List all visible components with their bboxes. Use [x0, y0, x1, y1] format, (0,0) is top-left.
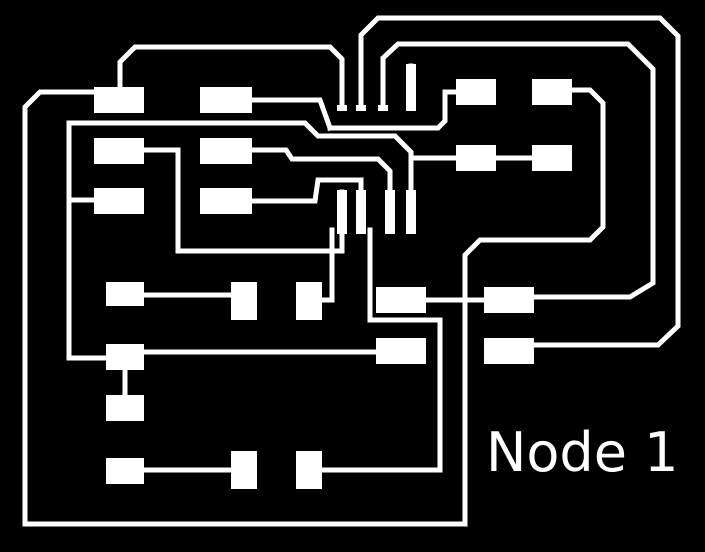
pin	[378, 105, 388, 111]
pad	[106, 282, 144, 306]
trace-row2-mid	[245, 147, 393, 195]
trace-h5	[315, 227, 443, 473]
trace-bus-to-upper-right-pad	[327, 89, 463, 131]
pin	[406, 190, 416, 234]
pad	[296, 451, 322, 489]
traces	[22, 15, 681, 527]
trace-row1-right	[245, 97, 334, 132]
trace-inner-right-loop	[380, 41, 656, 300]
pad	[456, 79, 496, 105]
node-label: Node 1	[486, 421, 679, 484]
trace-row3	[245, 177, 364, 204]
pad	[200, 138, 252, 164]
trace-outer-loop	[22, 87, 606, 527]
trace-h2	[315, 227, 335, 303]
pad	[94, 188, 144, 214]
pin	[356, 190, 366, 234]
pad	[94, 87, 144, 113]
pad	[484, 287, 534, 313]
pads	[94, 64, 572, 489]
pad	[376, 338, 426, 364]
pad	[94, 138, 144, 164]
pad	[200, 188, 252, 214]
pad	[231, 282, 257, 320]
pad	[376, 287, 426, 313]
pin	[385, 190, 395, 234]
pin	[337, 190, 347, 234]
trace-big-right-loop	[358, 15, 681, 348]
pad	[231, 451, 257, 489]
trace-top-arc-left	[117, 44, 345, 109]
pin	[356, 105, 366, 111]
pad	[106, 458, 144, 484]
pad	[532, 145, 572, 171]
pin	[337, 105, 347, 111]
pad	[296, 282, 322, 320]
pad	[200, 87, 252, 113]
pad	[456, 145, 496, 171]
pad	[484, 338, 534, 364]
pad	[106, 344, 144, 370]
pad	[532, 79, 572, 105]
trace-left-bus	[66, 120, 414, 203]
pin	[406, 64, 416, 111]
trace-left-bus-down	[66, 197, 115, 361]
pad	[106, 395, 144, 421]
